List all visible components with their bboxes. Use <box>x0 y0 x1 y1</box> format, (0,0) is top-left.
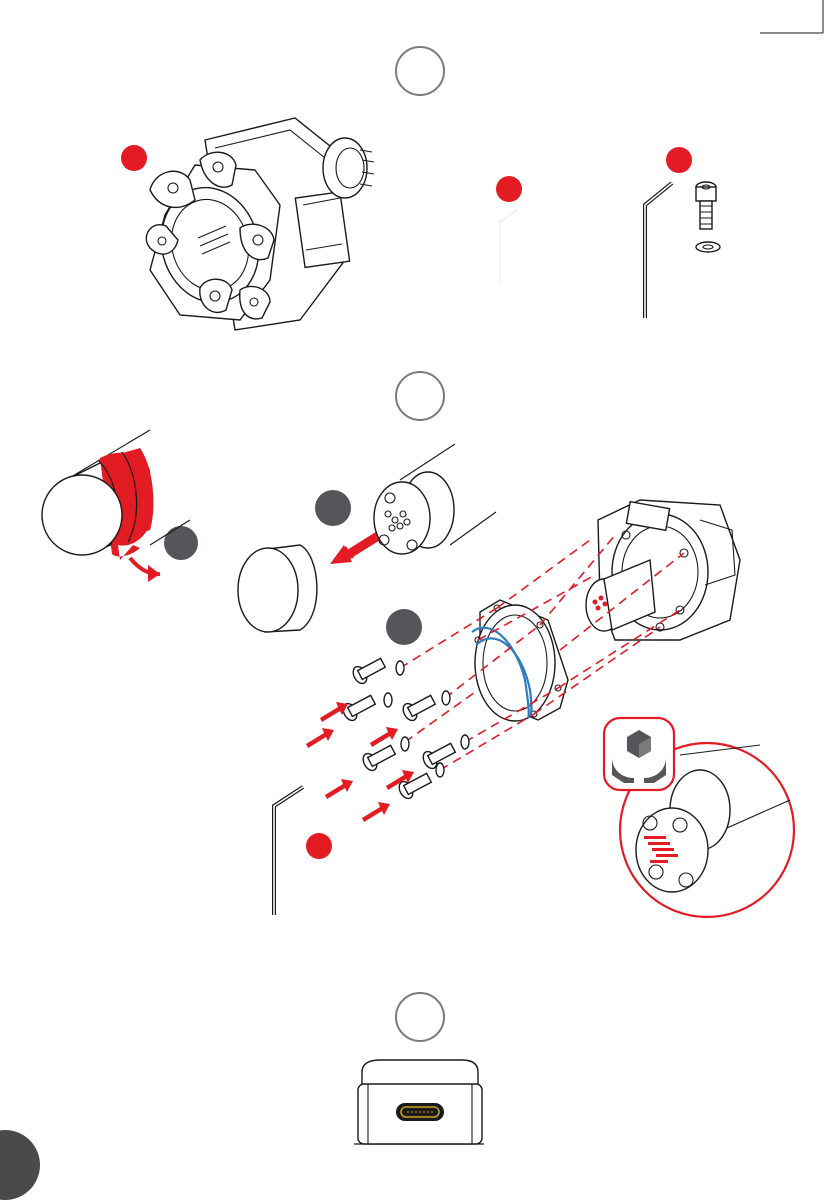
socket-screw-icon <box>696 182 716 229</box>
crop-mark <box>760 0 823 33</box>
washer-icon <box>696 242 720 252</box>
shaft-end-cap-illustration <box>238 532 378 632</box>
large-hex-key-icon <box>645 183 672 318</box>
usb-c-port-illustration <box>354 1060 484 1144</box>
mounting-ring-illustration <box>472 600 568 721</box>
wheel-hub-adapter-illustration <box>146 118 374 330</box>
small-hex-key-icon <box>500 210 517 285</box>
handle-with-care-icon <box>604 718 674 790</box>
shaft-tape-illustration <box>42 430 190 582</box>
insertion-arrows <box>306 702 414 822</box>
housing-motor-illustration <box>586 500 740 640</box>
screw-hex-key-icon <box>274 787 303 915</box>
connector-shaft-illustration <box>374 444 496 554</box>
